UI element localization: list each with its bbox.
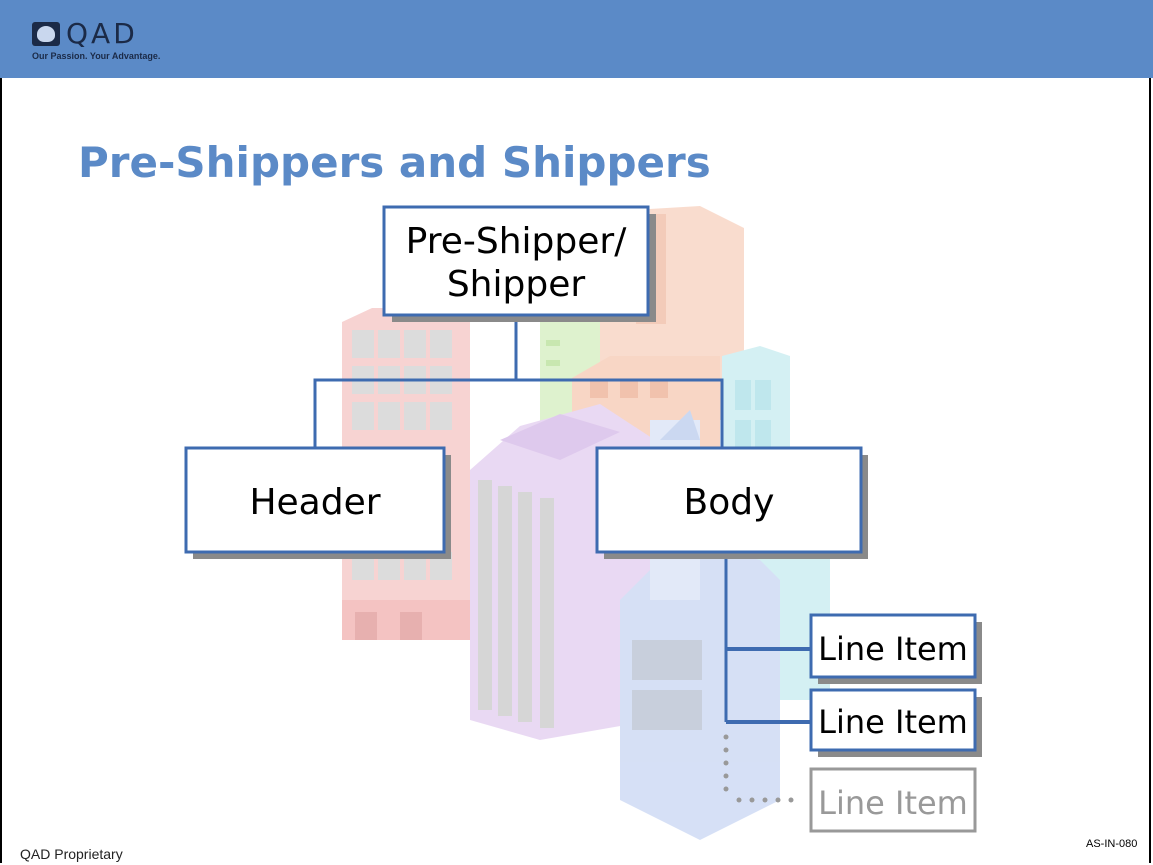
header-banner: QAD Our Passion. Your Advantage. [0, 0, 1153, 78]
line-item-node: Line Item [809, 613, 982, 684]
header-node: Header [184, 446, 451, 559]
logo-name: QAD [66, 17, 138, 50]
faded-line-item-label: Line Item [818, 784, 968, 822]
tree-connectors [313, 318, 812, 724]
qad-logo-mark-icon [32, 22, 60, 46]
line-item-node: Line Item [809, 688, 982, 757]
root-node: Pre-Shipper/ Shipper [382, 205, 656, 322]
footer-proprietary: QAD Proprietary [20, 846, 123, 862]
line-item-label: Line Item [818, 630, 968, 668]
line-item-label: Line Item [818, 703, 968, 741]
footer-slide-code: AS-IN-080 [1086, 838, 1138, 850]
root-label-line1: Pre-Shipper/ [406, 221, 628, 262]
faded-line-item-node: Line Item [809, 767, 977, 833]
root-label-line2: Shipper [447, 264, 586, 305]
header-node-label: Header [249, 482, 380, 523]
slide-title: Pre-Shippers and Shippers [78, 138, 711, 187]
logo-tagline: Our Passion. Your Advantage. [32, 51, 161, 61]
faded-connector [723, 734, 794, 803]
body-node: Body [595, 446, 868, 559]
body-node-label: Body [684, 482, 775, 523]
